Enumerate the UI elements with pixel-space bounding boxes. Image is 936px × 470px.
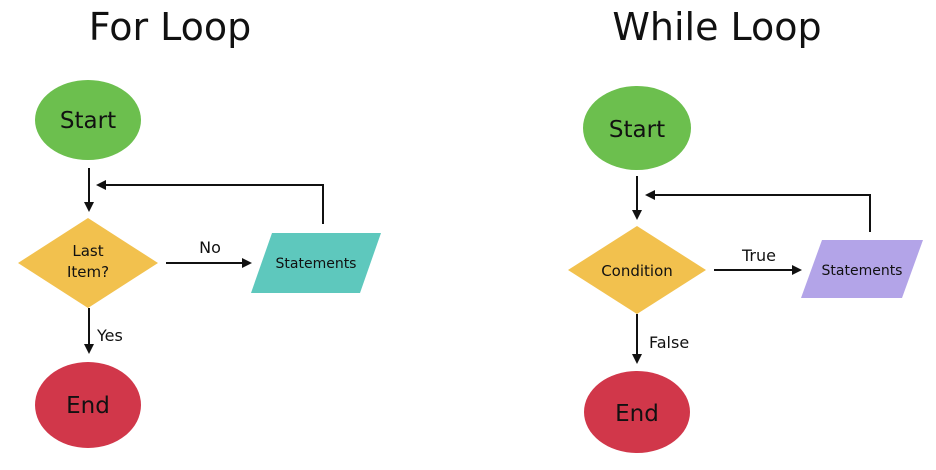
while-statements-node [801, 240, 923, 298]
while-true-label: True [741, 246, 776, 265]
while-statements-label: Statements [822, 263, 903, 279]
for-no-label: No [199, 238, 221, 257]
while-loop-back-arrow [645, 190, 871, 232]
for-decision-node [18, 218, 158, 308]
while-decision-label: Condition [601, 262, 673, 280]
while-loop-title: While Loop [612, 5, 821, 49]
while-start-label: Start [609, 117, 665, 143]
while-decision-node [568, 226, 706, 314]
while-end-node [584, 371, 690, 453]
while-end-label: End [615, 401, 659, 427]
while-loop-flowchart: While Loop Start Condition True Statemen… [568, 5, 923, 453]
for-loop-title: For Loop [89, 5, 252, 49]
for-statements-label: Statements [276, 256, 357, 272]
while-start-node [583, 86, 691, 170]
for-start-label: Start [60, 108, 116, 134]
for-statements-node [251, 233, 381, 293]
while-false-label: False [649, 333, 689, 352]
for-loop-flowchart: For Loop Start Last Item? No Statements … [18, 5, 381, 448]
for-end-node [35, 362, 141, 448]
for-yes-label: Yes [96, 326, 123, 345]
for-end-label: End [66, 393, 110, 419]
for-decision-label-line2: Item? [67, 263, 109, 281]
for-decision-label-line1: Last [72, 242, 103, 260]
for-start-node [35, 80, 141, 160]
for-loop-back-arrow [96, 180, 324, 224]
